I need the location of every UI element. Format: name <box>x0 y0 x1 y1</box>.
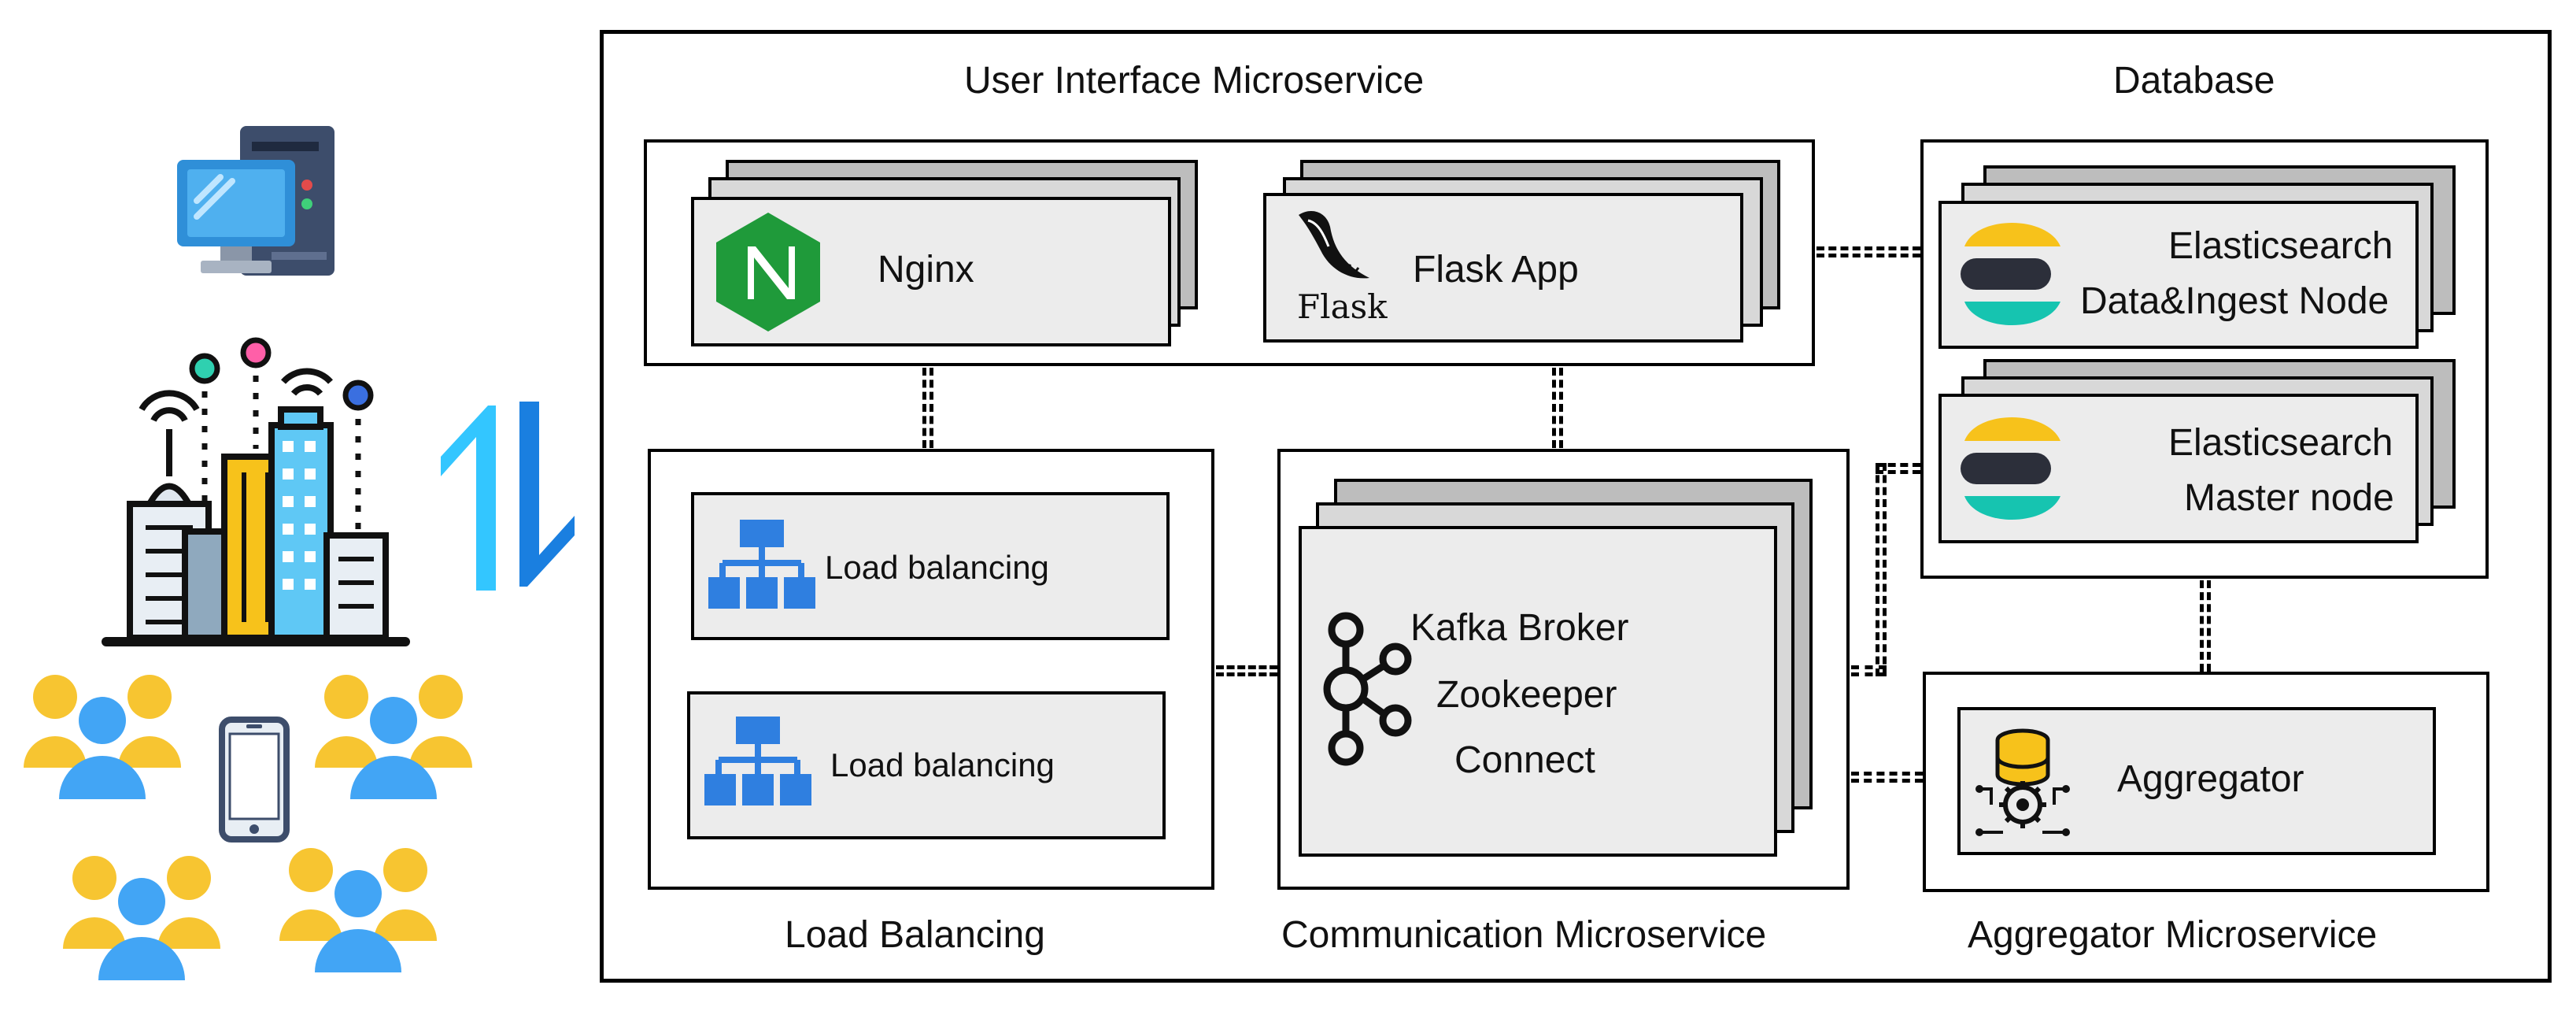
kafka-node[interactable] <box>1299 526 1777 857</box>
network-hierarchy-icon <box>708 520 815 609</box>
database-gear-icon <box>1975 728 2070 836</box>
database-title: Database <box>2113 60 2275 102</box>
connector-database-to-aggregator <box>2200 580 2211 672</box>
kafka-logo-icon <box>1323 612 1412 766</box>
kafka-label-line2: Zookeeper <box>1436 674 1617 716</box>
connector-communication-to-database <box>1876 463 1887 676</box>
connector-communication-to-aggregator <box>1851 772 1923 783</box>
connector-communication-to-database <box>1876 463 1920 474</box>
es-data-label-line2: Data&Ingest Node <box>2080 280 2389 322</box>
connector-ui-to-loadbalancing <box>922 368 933 448</box>
connector-communication-to-database <box>1851 665 1887 676</box>
es-master-label-line2: Master node <box>2184 477 2394 519</box>
user-group-icon <box>63 856 220 980</box>
network-hierarchy-icon <box>704 717 811 805</box>
ui-microservice-title: User Interface Microservice <box>964 60 1425 102</box>
load-balancer-label-1: Load balancing <box>825 549 1049 586</box>
kafka-label-line3: Connect <box>1454 739 1595 781</box>
connector-ui-to-database <box>1817 246 1920 257</box>
nginx-label: Nginx <box>878 249 974 291</box>
load-balancing-title: Load Balancing <box>785 914 1045 956</box>
communication-microservice-title: Communication Microservice <box>1281 914 1767 956</box>
load-balancer-node-2[interactable] <box>687 691 1166 839</box>
flask-logo-icon <box>1299 211 1369 279</box>
smart-city-icon <box>102 337 410 646</box>
es-master-label-line1: Elasticsearch <box>2168 422 2393 464</box>
nginx-logo-icon <box>716 213 820 331</box>
user-group-icon <box>24 675 181 799</box>
user-group-icon <box>279 848 437 972</box>
flask-app-label: Flask App <box>1413 249 1579 291</box>
flask-logo-text: Flask <box>1297 287 1388 326</box>
kafka-label-line1: Kafka Broker <box>1410 607 1629 649</box>
es-data-label-line1: Elasticsearch <box>2168 225 2393 267</box>
bidirectional-arrows-icon <box>441 402 575 591</box>
user-group-icon <box>315 675 472 799</box>
connector-ui-to-communication <box>1552 368 1563 448</box>
connector-loadbalancing-to-communication <box>1216 665 1277 676</box>
desktop-computer-icon <box>177 126 334 276</box>
smartphone-icon <box>219 717 290 842</box>
elasticsearch-logo-icon <box>1961 417 2060 520</box>
aggregator-microservice-title: Aggregator Microservice <box>1968 914 2378 956</box>
aggregator-label: Aggregator <box>2117 758 2304 800</box>
load-balancer-label-2: Load balancing <box>830 746 1055 783</box>
elasticsearch-logo-icon <box>1961 223 2060 325</box>
